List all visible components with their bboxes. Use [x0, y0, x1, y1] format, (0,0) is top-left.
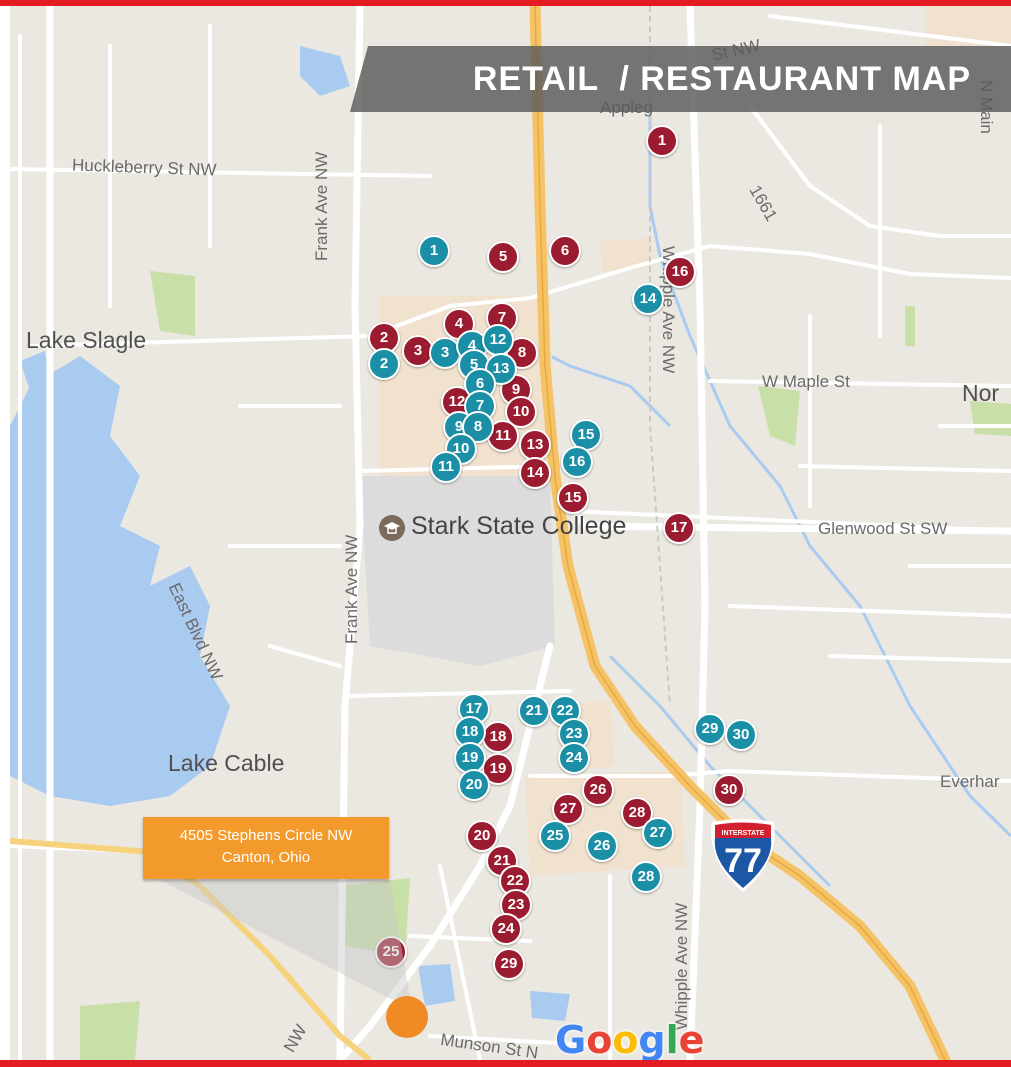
restaurant-marker-26[interactable]: 26 — [586, 830, 618, 862]
pond-south — [418, 964, 455, 1006]
pond-west — [20, 351, 50, 391]
pond-north — [300, 46, 350, 96]
page-title: RETAIL / RESTAURANT MAP — [472, 60, 971, 98]
restaurant-marker-21[interactable]: 21 — [518, 695, 550, 727]
restaurant-marker-15[interactable]: 15 — [570, 419, 602, 451]
restaurant-marker-3[interactable]: 3 — [429, 337, 461, 369]
label-stark-state-college: Stark State College — [411, 512, 627, 540]
block-north — [600, 238, 652, 271]
label-glenwood: Glenwood St SW — [818, 519, 948, 538]
retail-marker-19[interactable]: 19 — [482, 753, 514, 785]
restaurant-marker-27[interactable]: 27 — [642, 817, 674, 849]
retail-marker-11[interactable]: 11 — [487, 420, 519, 452]
water-layer — [10, 46, 570, 1021]
retail-marker-13[interactable]: 13 — [519, 429, 551, 461]
restaurant-marker-12[interactable]: 12 — [482, 324, 514, 356]
label-lake-cable: Lake Cable — [168, 750, 285, 776]
address-line-1: 4505 Stephens Circle NW — [179, 827, 353, 844]
road-diagonal-southwest — [10, 838, 372, 1060]
label-lake-slagle: Lake Slagle — [26, 327, 147, 353]
college-icon — [379, 515, 405, 541]
retail-marker-28[interactable]: 28 — [621, 797, 653, 829]
pond-google — [530, 991, 570, 1021]
restaurant-marker-30[interactable]: 30 — [725, 719, 757, 751]
google-letter: l — [665, 1018, 679, 1060]
interstate-77-centerline — [534, 6, 946, 1060]
label-nor: Nor — [962, 380, 1000, 406]
google-letter: e — [678, 1018, 705, 1060]
park-maple — [758, 386, 800, 446]
site-location-marker[interactable] — [386, 996, 428, 1038]
restaurant-marker-24[interactable]: 24 — [558, 742, 590, 774]
college-grounds — [360, 476, 555, 666]
interstate-77-shield-icon: INTERSTATE 77 — [711, 819, 775, 892]
address-callout: 4505 Stephens Circle NW Canton, Ohio — [143, 817, 389, 879]
retail-marker-15[interactable]: 15 — [557, 482, 589, 514]
shield-top-text: INTERSTATE — [722, 830, 765, 837]
google-letter: o — [586, 1018, 613, 1060]
retail-marker-30[interactable]: 30 — [713, 774, 745, 806]
restaurant-marker-2[interactable]: 2 — [368, 348, 400, 380]
retail-marker-10[interactable]: 10 — [505, 396, 537, 428]
label-w-maple: W Maple St — [762, 372, 850, 391]
restaurant-marker-11[interactable]: 11 — [430, 451, 462, 483]
retail-marker-14[interactable]: 14 — [519, 457, 551, 489]
retail-marker-29[interactable]: 29 — [493, 948, 525, 980]
restaurant-marker-1[interactable]: 1 — [418, 235, 450, 267]
label-everhard: Everhar — [940, 772, 1000, 791]
retail-marker-27[interactable]: 27 — [552, 793, 584, 825]
retail-marker-24[interactable]: 24 — [490, 913, 522, 945]
retail-marker-25[interactable]: 25 — [375, 936, 407, 968]
restaurant-marker-28[interactable]: 28 — [630, 861, 662, 893]
park-north-west — [150, 271, 195, 336]
google-letter: G — [555, 1018, 587, 1060]
retail-marker-1[interactable]: 1 — [646, 125, 678, 157]
restaurant-marker-14[interactable]: 14 — [632, 283, 664, 315]
restaurant-marker-16[interactable]: 16 — [561, 446, 593, 478]
top-accent-bar — [0, 0, 1011, 6]
map-canvas[interactable]: Huckleberry St NW Frank Ave NW Frank Ave… — [10, 6, 1011, 1060]
bottom-accent-bar — [0, 1060, 1011, 1067]
retail-marker-18[interactable]: 18 — [482, 721, 514, 753]
retail-marker-5[interactable]: 5 — [487, 241, 519, 273]
restaurant-marker-19[interactable]: 19 — [454, 742, 486, 774]
google-letter: g — [638, 1018, 666, 1060]
google-logo: Google — [555, 1018, 704, 1060]
park-north-east — [905, 306, 915, 346]
retail-marker-16[interactable]: 16 — [664, 256, 696, 288]
shield-number: 77 — [724, 842, 762, 880]
retail-marker-26[interactable]: 26 — [582, 774, 614, 806]
restaurant-marker-20[interactable]: 20 — [458, 769, 490, 801]
retail-marker-17[interactable]: 17 — [663, 512, 695, 544]
restaurant-marker-8[interactable]: 8 — [462, 411, 494, 443]
address-line-2: Canton, Ohio — [221, 849, 311, 866]
restaurant-marker-25[interactable]: 25 — [539, 820, 571, 852]
title-banner: RETAIL / RESTAURANT MAP — [350, 46, 1011, 112]
lake-cable — [10, 356, 230, 806]
retail-marker-6[interactable]: 6 — [549, 235, 581, 267]
park-southwest — [80, 1001, 140, 1060]
google-letter: o — [612, 1018, 639, 1060]
